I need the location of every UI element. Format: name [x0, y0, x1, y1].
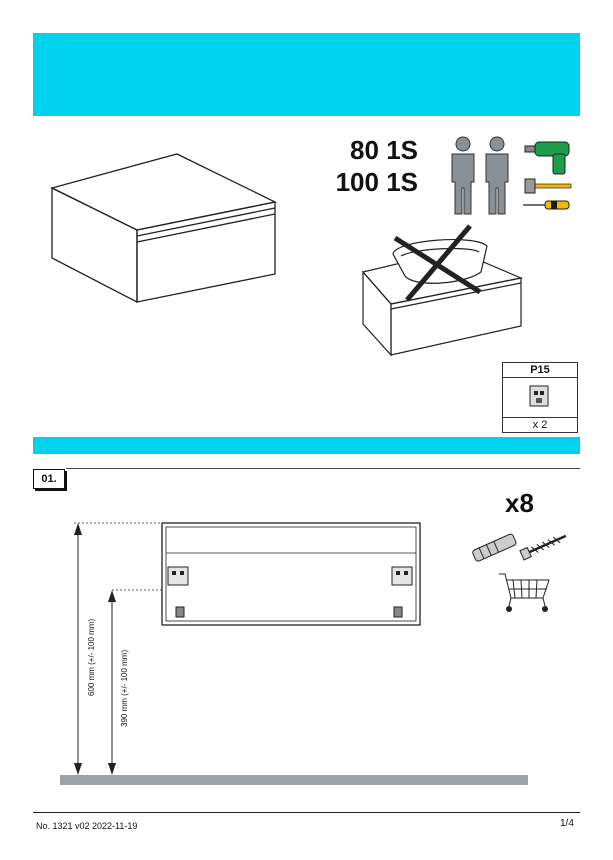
mounting-diagram: [60, 522, 430, 785]
fastener-quantity: x8: [505, 488, 534, 518]
model-name: 100 1S: [335, 167, 418, 197]
bracket-icon: [529, 385, 549, 407]
step-divider: [66, 468, 580, 469]
section-banner: [33, 437, 580, 454]
height-label-600: 600 mm (+/- 100 mm): [87, 618, 96, 696]
document-id: No. 1321 v02 2022-11-19: [36, 821, 138, 831]
no-sink-warning-illustration: [361, 224, 524, 357]
floor-line: [430, 775, 528, 785]
model-name: 80 1S: [350, 135, 418, 165]
part-quantity: x 2: [503, 417, 577, 432]
header-banner: [33, 33, 580, 116]
drill-icon: [524, 141, 570, 175]
footer-divider: [33, 812, 580, 813]
height-label-390: 390 mm (+/- 100 mm): [120, 649, 129, 727]
part-code: P15: [503, 363, 577, 378]
cabinet-illustration: [50, 153, 278, 304]
page-number: 1/4: [560, 818, 574, 829]
two-person-icon: [451, 136, 509, 215]
shopping-cart-icon: [499, 573, 550, 612]
screwdriver-icon: [523, 200, 570, 210]
part-box: P15 x 2: [502, 362, 578, 433]
hammer-icon: [524, 178, 572, 194]
model-list: 80 1S 100 1S: [300, 134, 418, 198]
wall-plug-and-screw-icon: [472, 533, 567, 562]
step-number: 01.: [33, 469, 65, 489]
